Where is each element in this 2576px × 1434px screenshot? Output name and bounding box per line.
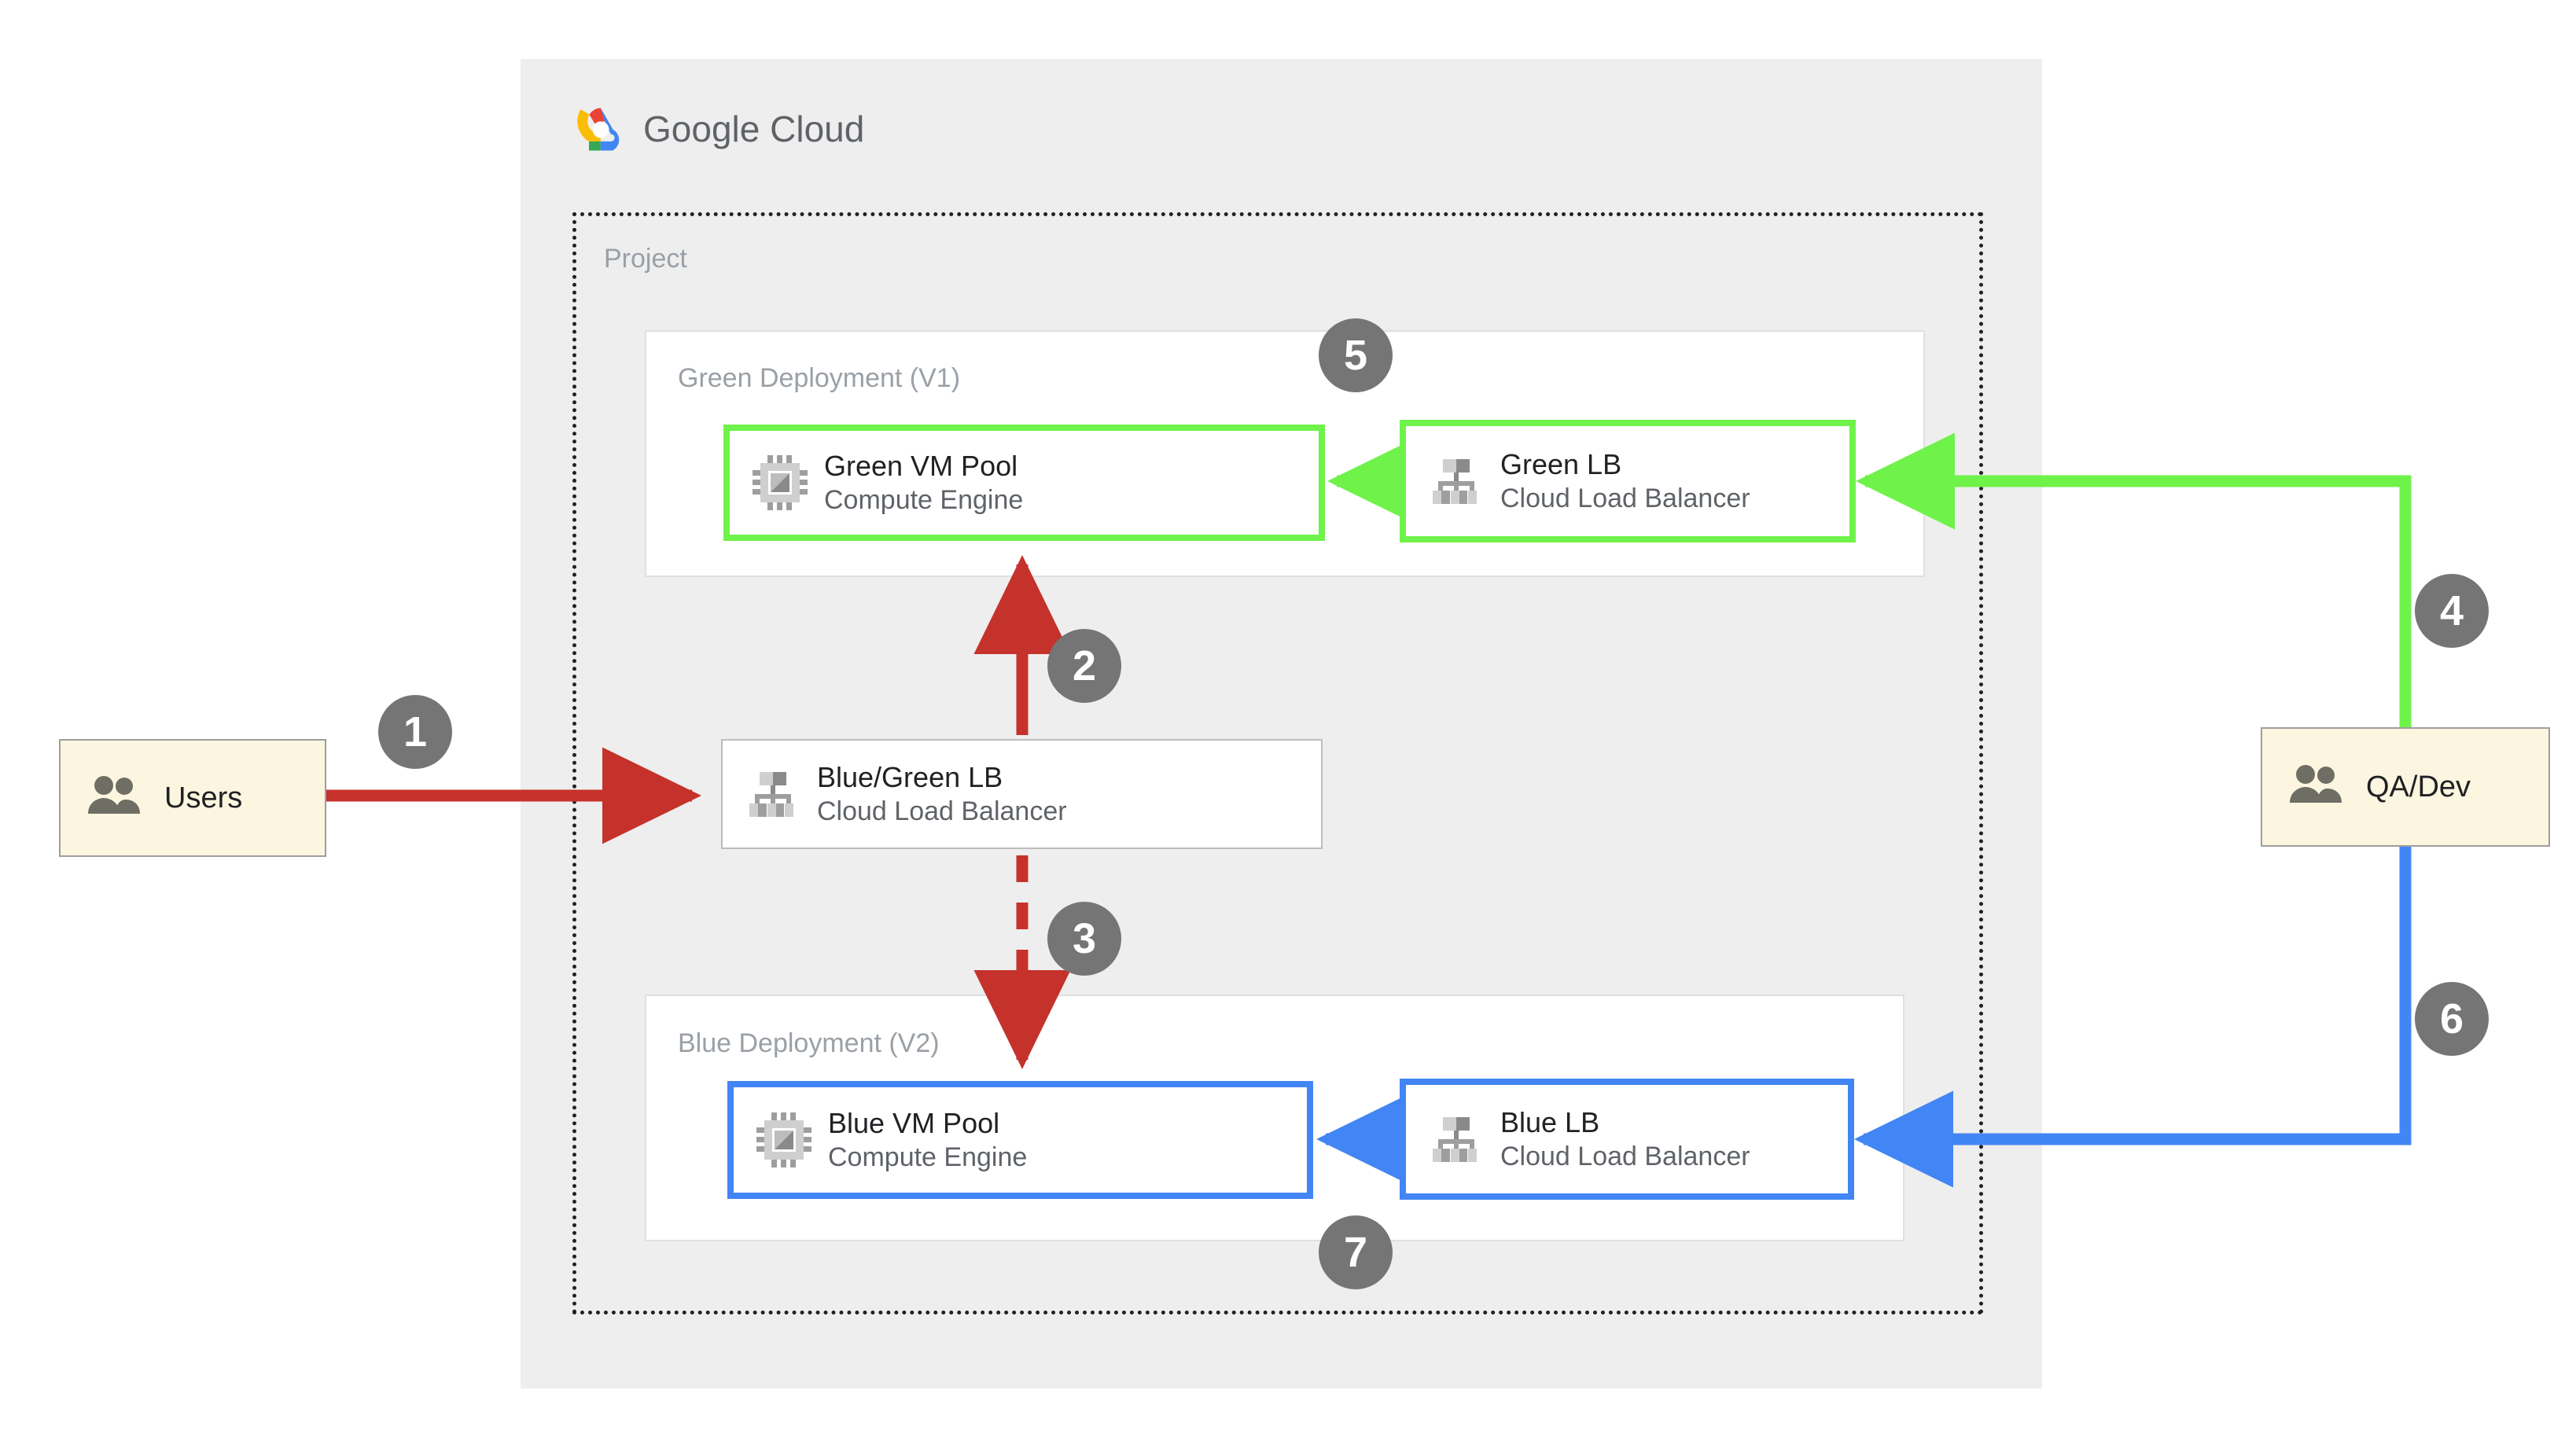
node-subtitle: Cloud Load Balancer — [1500, 484, 1750, 514]
node-title: Green LB — [1500, 448, 1622, 481]
green-deployment-title: Green Deployment (V1) — [678, 363, 961, 393]
node-title: Blue/Green LB — [817, 761, 1003, 794]
actor-qa-dev-label: QA/Dev — [2366, 770, 2471, 803]
compute-engine-icon — [756, 1112, 812, 1168]
actor-qa-dev[interactable]: QA/Dev — [2261, 727, 2550, 847]
wordmark-cloud: Cloud — [770, 108, 865, 149]
node-green-lb[interactable]: Green LB Cloud Load Balancer — [1400, 420, 1856, 542]
node-bluegreen-lb-text: Blue/Green LB Cloud Load Balancer — [817, 759, 1067, 829]
blue-deployment-title: Blue Deployment (V2) — [678, 1028, 940, 1058]
node-green-vm-pool-text: Green VM Pool Compute Engine — [824, 448, 1023, 517]
wordmark-google: Google — [643, 108, 760, 149]
step-badge-4: 4 — [2415, 574, 2489, 648]
node-subtitle: Cloud Load Balancer — [1500, 1142, 1750, 1172]
google-cloud-brand: Google Cloud — [574, 106, 864, 152]
step-badge-1: 1 — [378, 695, 452, 769]
node-blue-vm-pool-text: Blue VM Pool Compute Engine — [828, 1105, 1027, 1175]
node-green-lb-text: Green LB Cloud Load Balancer — [1500, 447, 1750, 516]
node-green-vm-pool[interactable]: Green VM Pool Compute Engine — [723, 425, 1325, 541]
cloud-load-balancer-icon — [745, 766, 801, 822]
step-badge-2: 2 — [1047, 629, 1121, 703]
step-badge-7: 7 — [1319, 1215, 1393, 1289]
node-blue-lb-text: Blue LB Cloud Load Balancer — [1500, 1105, 1750, 1174]
cloud-load-balancer-icon — [1428, 1111, 1485, 1167]
step-badge-6: 6 — [2415, 982, 2489, 1056]
actor-users-label: Users — [164, 781, 243, 814]
node-blue-lb[interactable]: Blue LB Cloud Load Balancer — [1400, 1079, 1854, 1200]
node-subtitle: Compute Engine — [824, 485, 1024, 516]
node-bluegreen-lb[interactable]: Blue/Green LB Cloud Load Balancer — [721, 739, 1323, 849]
node-subtitle: Compute Engine — [828, 1142, 1028, 1173]
compute-engine-icon — [752, 454, 808, 511]
node-blue-vm-pool[interactable]: Blue VM Pool Compute Engine — [727, 1081, 1313, 1199]
step-badge-5: 5 — [1319, 318, 1393, 392]
node-subtitle: Cloud Load Balancer — [817, 796, 1067, 827]
node-title: Blue LB — [1500, 1106, 1600, 1139]
step-badge-3: 3 — [1047, 902, 1121, 976]
people-icon — [2286, 757, 2346, 817]
node-title: Blue VM Pool — [828, 1107, 1000, 1140]
actor-users[interactable]: Users — [59, 739, 326, 857]
project-boundary — [572, 212, 1983, 1314]
cloud-load-balancer-icon — [1428, 453, 1485, 509]
google-cloud-wordmark: Google Cloud — [643, 108, 864, 150]
people-icon — [84, 768, 144, 828]
google-cloud-logo-icon — [574, 106, 627, 152]
project-label: Project — [604, 244, 687, 274]
node-title: Green VM Pool — [824, 450, 1018, 483]
